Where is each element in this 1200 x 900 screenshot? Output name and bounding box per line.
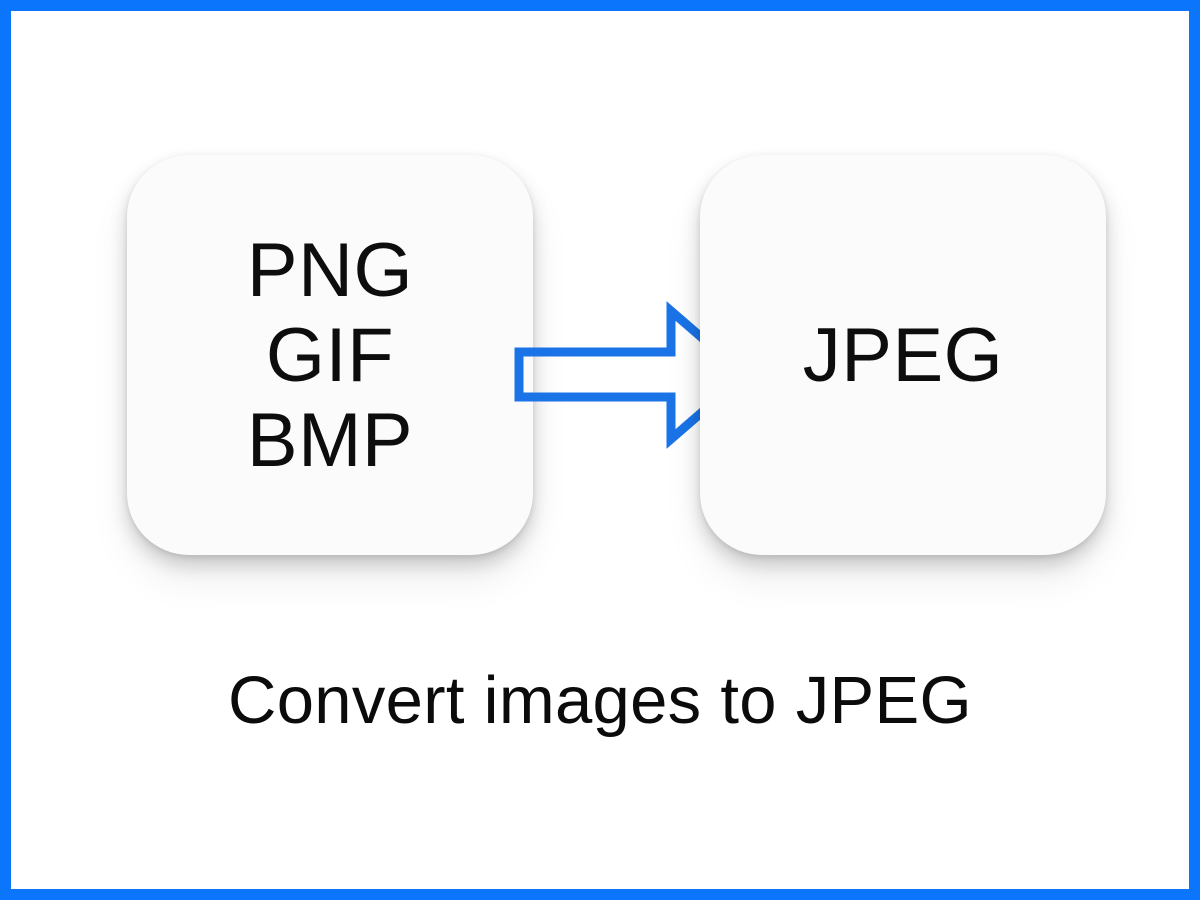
format-label-jpeg: JPEG (802, 312, 1004, 398)
target-format-card[interactable]: JPEG (700, 155, 1106, 555)
source-formats-card[interactable]: PNG GIF BMP (127, 155, 533, 555)
format-label-bmp: BMP (246, 397, 414, 483)
format-label-png: PNG (246, 227, 414, 313)
infographic-canvas: PNG GIF BMP JPEG Convert images to JPEG (11, 11, 1189, 889)
format-label-gif: GIF (265, 312, 395, 398)
caption-text: Convert images to JPEG (228, 663, 972, 738)
